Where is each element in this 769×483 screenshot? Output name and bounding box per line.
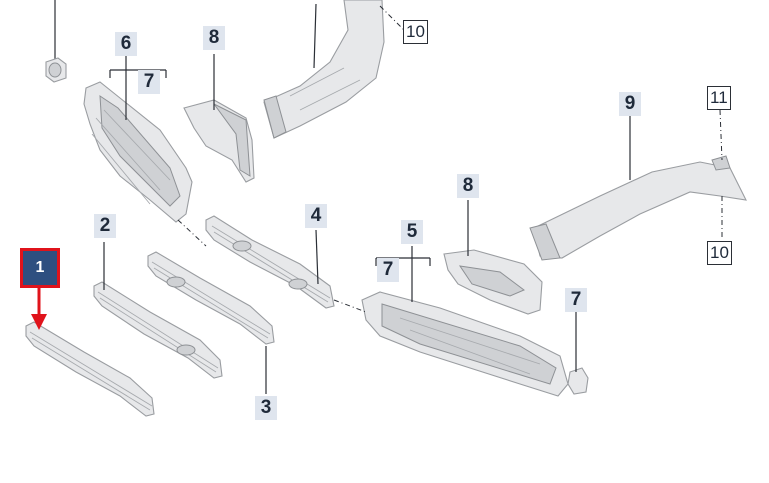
callout-4[interactable]: 4 xyxy=(305,204,327,228)
callout-3[interactable]: 3 xyxy=(255,396,277,420)
callout-8-top[interactable]: 8 xyxy=(203,26,225,50)
highlight-arrow xyxy=(31,288,47,330)
part-3-grille-slat xyxy=(147,251,275,345)
callout-7-right[interactable]: 7 xyxy=(565,288,587,312)
part-8-bracket-top xyxy=(183,99,255,183)
ref-box-10-top[interactable]: 10 xyxy=(403,20,428,44)
callout-7-middle[interactable]: 7 xyxy=(377,258,399,282)
clip-top-left xyxy=(45,0,67,83)
callout-6[interactable]: 6 xyxy=(115,32,137,56)
callout-1-selected[interactable]: 1 xyxy=(20,248,60,288)
part-air-guide-top xyxy=(263,0,385,139)
callout-5[interactable]: 5 xyxy=(401,220,423,244)
clip-7-right xyxy=(567,367,589,395)
part-6-air-duct-left xyxy=(83,81,193,223)
part-8-bracket-right xyxy=(443,249,543,315)
part-5-duct-housing xyxy=(361,291,569,397)
callout-7-top[interactable]: 7 xyxy=(138,70,160,94)
axis-lines xyxy=(177,5,723,313)
part-2-grille-slat xyxy=(93,281,223,379)
ref-box-10-right[interactable]: 10 xyxy=(707,241,732,265)
part-9-air-duct-right xyxy=(529,155,747,261)
ref-box-11[interactable]: 11 xyxy=(707,86,731,110)
callout-9[interactable]: 9 xyxy=(619,92,641,116)
callout-2[interactable]: 2 xyxy=(94,214,116,238)
callout-8-right[interactable]: 8 xyxy=(457,174,479,198)
part-4-grille-slat xyxy=(205,215,335,309)
part-1-grille-slat xyxy=(25,321,155,417)
